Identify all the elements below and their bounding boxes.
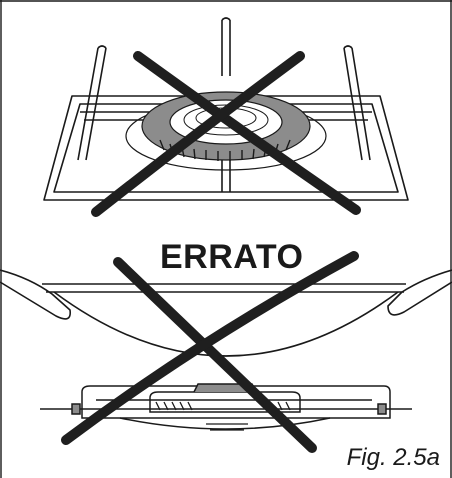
cross-mark-bottom [61, 251, 359, 453]
wok [0, 269, 452, 357]
burner-side-view [40, 383, 412, 431]
figure-caption: Fig. 2.5a [346, 444, 440, 471]
cross-mark-top [91, 51, 361, 217]
wrong-label: ERRATO [160, 238, 304, 276]
